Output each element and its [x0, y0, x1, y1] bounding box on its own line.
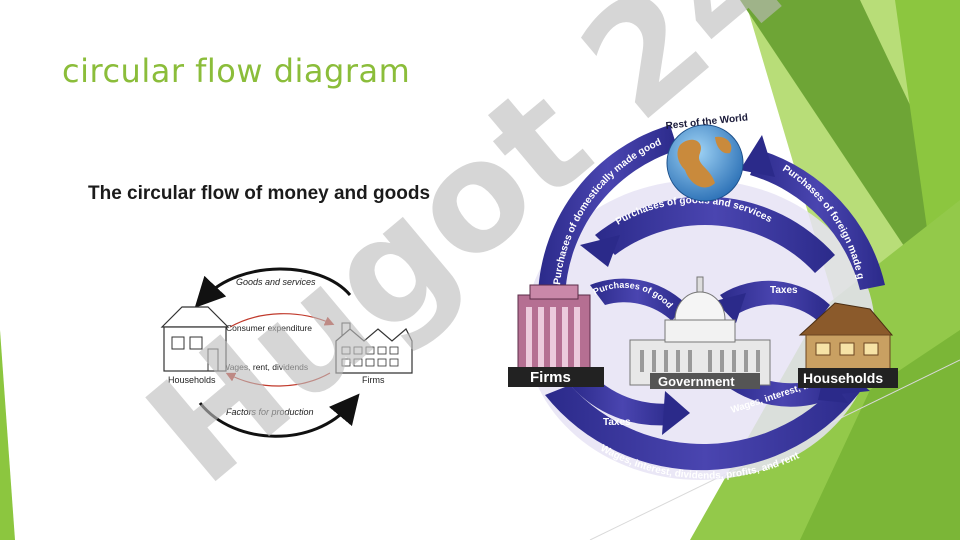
bg-corner-green	[800, 330, 960, 540]
left-diagram: Goods and services Consumer expenditure …	[160, 267, 413, 438]
purchases-arrowhead	[580, 235, 620, 267]
government-building-icon	[629, 276, 771, 389]
households-house-icon	[160, 306, 230, 372]
watermark-text: Hugot 24	[116, 0, 822, 518]
label-firms-left: Firms	[362, 375, 385, 385]
taxes-households-arrowhead	[715, 293, 746, 323]
right-diagram: Purchases of domestically made goods and…	[500, 95, 898, 482]
taxes-firms-arrowhead	[662, 391, 690, 435]
bg-left-sliver	[0, 330, 15, 540]
firms-factory-icon	[335, 322, 413, 374]
firms-building-icon	[508, 284, 604, 387]
label-taxes-firms: Taxes	[603, 417, 631, 428]
purchases-band	[595, 196, 835, 273]
factors-arrow	[198, 393, 360, 438]
label-factors: Factors for production	[226, 407, 314, 417]
label-firms-right: Firms	[530, 369, 571, 386]
exports-band	[538, 125, 678, 300]
label-taxes-households: Taxes	[770, 285, 798, 296]
wages-band	[545, 375, 865, 471]
label-wages-rent: Wages, rent, dividends	[222, 362, 308, 372]
label-goods-services: Goods and services	[236, 277, 316, 287]
label-government: Government	[658, 374, 735, 389]
label-households-right: Households	[803, 370, 883, 386]
households-house-right-icon	[798, 302, 898, 388]
consumer-expenditure-arrow	[229, 313, 335, 328]
left-diagram-title: The circular flow of money and goods	[88, 183, 431, 204]
imports-band	[750, 150, 885, 290]
globe-icon	[666, 124, 744, 202]
imports-arrowhead	[740, 135, 775, 177]
taxes-households-band	[720, 280, 830, 321]
label-consumer-expenditure: Consumer expenditure	[226, 323, 312, 333]
gov-purchases-band	[590, 278, 685, 321]
label-households-left: Households	[168, 375, 216, 385]
goods-services-arrow	[194, 267, 352, 308]
wages-arrow	[225, 372, 331, 387]
slide-title: circular flow diagram	[62, 52, 411, 90]
